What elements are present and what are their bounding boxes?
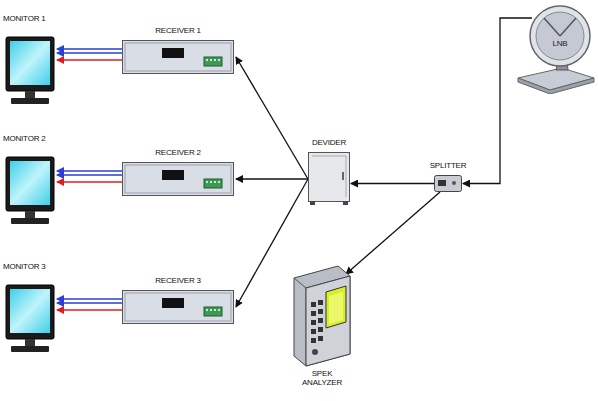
connector-line	[57, 309, 122, 310]
connector-line	[57, 181, 122, 182]
node-label: SPLITTER	[430, 162, 467, 171]
monitor-node: MONITOR 3	[5, 284, 55, 354]
node-label: MONITOR 3	[3, 263, 46, 272]
monitor-icon	[5, 284, 55, 354]
connector-line	[57, 170, 122, 171]
dish-node: LNB	[514, 4, 596, 94]
monitor-node: MONITOR 2	[5, 156, 55, 226]
node-label: RECEIVER 2	[155, 149, 201, 158]
node-label: DEVIDER	[312, 139, 346, 148]
splitter-node: SPLITTER	[434, 175, 462, 192]
connector-line	[57, 302, 122, 303]
devider-node: DEVIDER	[308, 152, 350, 206]
node-label: MONITOR 1	[3, 15, 46, 24]
monitor-icon	[5, 156, 55, 226]
connector-line	[236, 178, 308, 179]
monitor-node: MONITOR 1	[5, 36, 55, 106]
connector-line	[346, 192, 440, 274]
connector-line	[57, 52, 122, 53]
signal-connector	[236, 179, 308, 180]
receiver-icon	[122, 40, 234, 74]
signal-connector	[351, 183, 434, 184]
monitor-icon	[5, 36, 55, 106]
signal-connector	[463, 18, 532, 184]
node-label: RECEIVER 1	[155, 27, 201, 36]
node-label: MONITOR 2	[3, 135, 46, 144]
receiver-icon	[122, 162, 234, 196]
node-label: RECEIVER 3	[155, 277, 201, 286]
dish-icon	[514, 4, 596, 94]
connector-line	[57, 59, 122, 60]
signal-connector	[346, 192, 440, 274]
connector-line	[57, 298, 122, 299]
connector-line	[351, 183, 434, 184]
spek-node: SPEK ANALYZER	[288, 262, 352, 368]
receiver-node: RECEIVER 1	[122, 40, 234, 74]
receiver-icon	[122, 290, 234, 324]
splitter-icon	[434, 175, 462, 192]
connector-line	[463, 18, 532, 184]
signal-connector	[57, 49, 122, 60]
signal-connector	[57, 171, 122, 182]
connector-line	[57, 48, 122, 49]
signal-connector	[236, 57, 308, 179]
connector-line	[236, 57, 308, 179]
signal-connector	[57, 299, 122, 310]
receiver-node: RECEIVER 2	[122, 162, 234, 196]
node-label: LNB	[553, 40, 568, 49]
devider-icon	[308, 152, 350, 206]
spek-icon	[288, 262, 352, 368]
node-label: SPEK ANALYZER	[292, 370, 352, 388]
connector-line	[57, 174, 122, 175]
receiver-node: RECEIVER 3	[122, 290, 234, 324]
